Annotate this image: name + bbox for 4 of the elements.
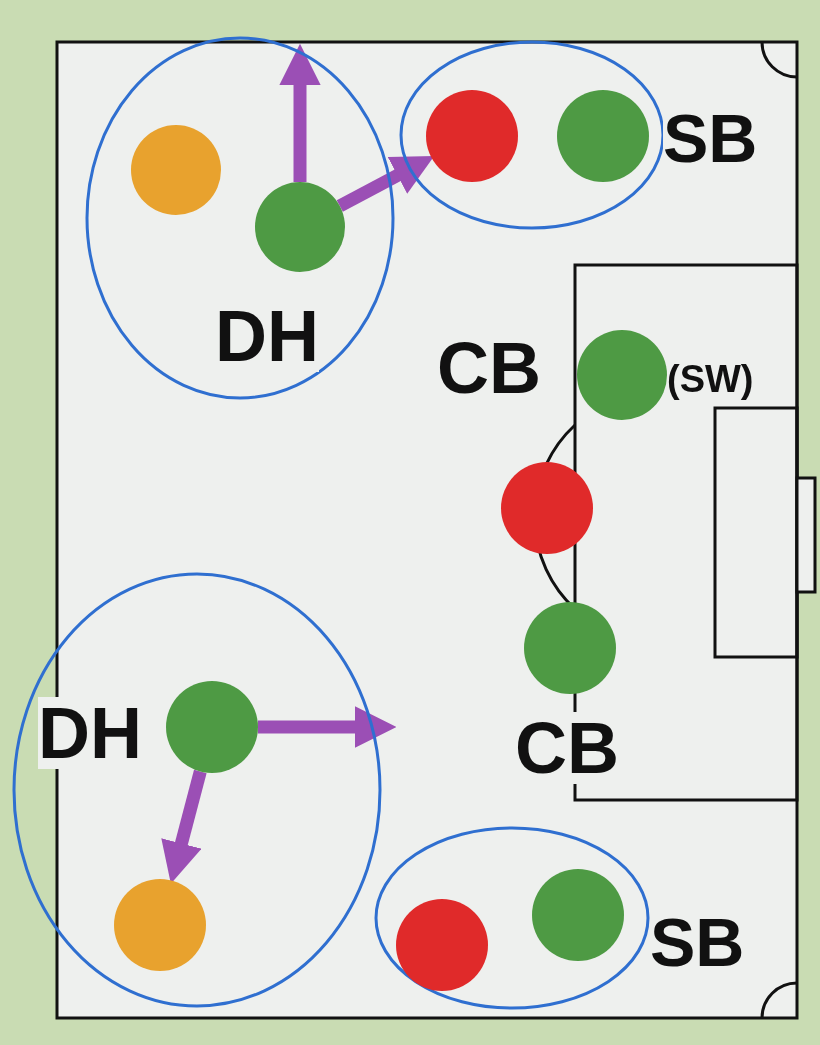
movement-arrow <box>279 43 321 182</box>
position-label: CB <box>515 712 619 784</box>
movement-arrow <box>258 706 397 748</box>
movement-arrow <box>336 156 435 212</box>
